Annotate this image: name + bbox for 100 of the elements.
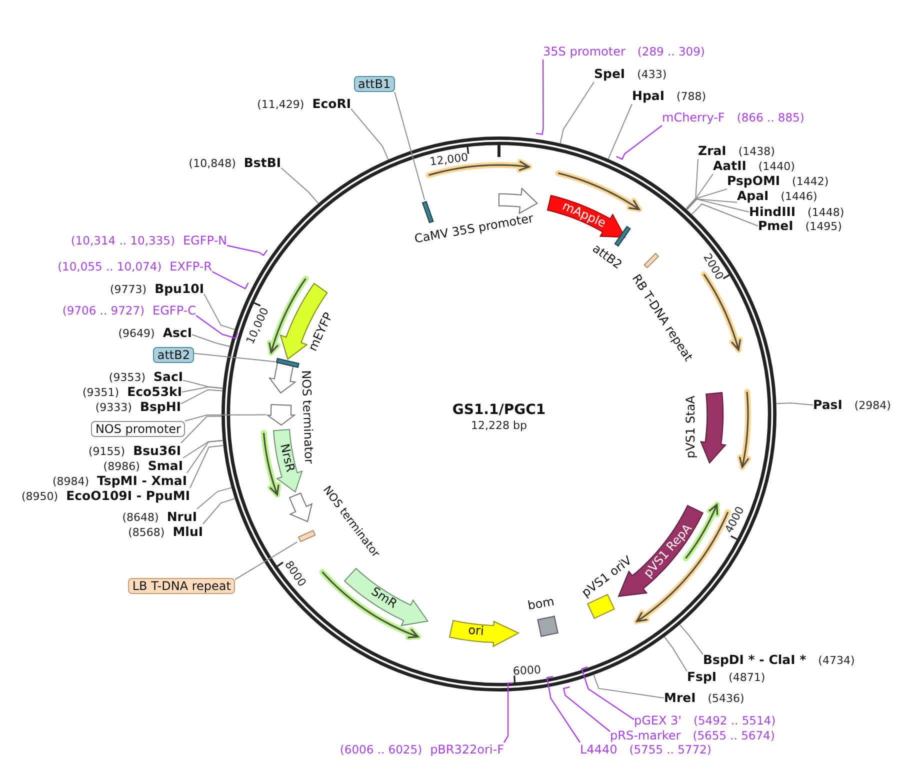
cut-site-position: (1495) xyxy=(805,219,842,234)
leader-line xyxy=(536,60,544,135)
leader-line xyxy=(184,414,266,422)
leader-line xyxy=(685,158,698,210)
enzyme-name: BstBI xyxy=(244,155,281,170)
cut-site-position: (9649) xyxy=(118,326,155,341)
primer-name: pGEX 3' xyxy=(634,714,682,728)
plasmid-name: GS1.1/PGC1 xyxy=(452,402,546,418)
cut-site-position: (9773) xyxy=(110,282,147,297)
cut-site-position: (788) xyxy=(676,89,706,104)
leader-line xyxy=(679,624,704,655)
primer-location: (5755 .. 5772) xyxy=(629,742,712,758)
enzyme-name: SacI xyxy=(154,369,183,384)
enzyme-name: NruI xyxy=(166,509,197,524)
leader-line xyxy=(190,444,224,488)
primer-name: mCherry-F xyxy=(662,110,725,126)
leader-line xyxy=(560,82,594,144)
cut-site-position: (1448) xyxy=(808,205,844,220)
leader-line xyxy=(182,380,224,389)
leader-line xyxy=(608,104,632,160)
cut-site-position: (1446) xyxy=(780,189,818,204)
leader-line xyxy=(686,198,738,210)
primer-location: (5492 .. 5514) xyxy=(693,714,776,728)
leader-line xyxy=(593,674,664,698)
leader-line xyxy=(196,487,232,510)
cut-site-position: (1438) xyxy=(738,144,775,159)
enzyme-name: Bsu36I xyxy=(133,443,181,458)
primer-location: (6006 .. 6025) xyxy=(340,742,422,758)
primer-name: EXFP-R xyxy=(170,260,212,274)
feature-tag: attB1 xyxy=(354,76,395,92)
leader-line xyxy=(186,440,224,474)
primer-location: (5655 .. 5674) xyxy=(692,728,775,744)
enzyme-name: SmaI xyxy=(148,458,183,473)
enzyme-name: MluI xyxy=(172,524,203,539)
feature-label: bom xyxy=(526,595,556,613)
leader-line xyxy=(194,352,276,362)
enzyme-name: PasI xyxy=(813,397,842,412)
leader-line xyxy=(196,315,238,339)
feature-tag: LB T-DNA repeat xyxy=(128,578,235,594)
cut-site-position: (8986) xyxy=(103,459,140,474)
leader-line xyxy=(664,636,688,672)
enzyme-name: HindIII xyxy=(749,204,796,219)
cut-site-position: (9333) xyxy=(95,400,132,415)
enzyme-name: PmeI xyxy=(758,218,794,233)
enzyme-name: MreI xyxy=(664,690,696,705)
tick-label: 6000 xyxy=(512,664,542,678)
cut-site-position: (433) xyxy=(637,67,667,82)
cut-site-position: (8648) xyxy=(122,510,159,525)
cut-site-position: (10,848) xyxy=(188,156,236,171)
plasmid-length: 12,228 bp xyxy=(471,420,527,432)
enzyme-name: EcoO109I - PpuMI xyxy=(66,488,190,503)
enzyme-name: PspOMI xyxy=(727,173,780,188)
leader-line xyxy=(562,686,610,732)
enzyme-name: AscI xyxy=(162,325,192,340)
leader-line xyxy=(503,682,513,743)
leader-line xyxy=(686,188,728,210)
enzyme-name: SpeI xyxy=(594,66,626,81)
leader-line xyxy=(394,92,426,200)
leader-line xyxy=(581,666,634,720)
enzyme-name: TspMI - XmaI xyxy=(97,473,187,488)
primer-location: (10,055 .. 10,074) xyxy=(58,260,162,274)
enzyme-name: AatII xyxy=(713,158,746,173)
primer-name: L4440 xyxy=(580,742,618,758)
cut-site-position: (9155) xyxy=(88,444,126,459)
tick-label: 12,000 xyxy=(429,152,469,168)
leader-line xyxy=(204,293,236,330)
enzyme-name: FspI xyxy=(687,669,717,684)
primer-name: EGFP-C xyxy=(152,304,196,318)
feature-label: CaMV 35S promoter xyxy=(414,212,534,246)
enzyme-name: Bpu10I xyxy=(154,281,204,296)
leader-line xyxy=(180,389,223,404)
leader-line xyxy=(182,386,224,392)
enzyme-name: ApaI xyxy=(737,188,769,203)
cut-site-position: (4871) xyxy=(728,670,766,685)
cut-site-position: (9351) xyxy=(82,385,120,400)
enzyme-name: BspDI * - ClaI * xyxy=(703,652,806,667)
feature-label: ori xyxy=(468,624,484,638)
cut-site-position: (1440) xyxy=(758,159,795,174)
leader-line xyxy=(686,198,750,212)
feature-label: NOS terminator xyxy=(298,370,316,464)
leader-line xyxy=(280,167,319,204)
leader-line xyxy=(350,108,389,160)
leader-line xyxy=(202,498,236,524)
feature-label: pVS1 StaA xyxy=(684,396,698,458)
leader-line xyxy=(182,440,224,458)
leader-line xyxy=(546,676,580,743)
leader-line xyxy=(212,270,249,290)
primer-name: EGFP-N xyxy=(182,234,227,248)
leader-line xyxy=(691,203,758,226)
cut-site-position: (8950) xyxy=(22,489,58,504)
cut-site-position: (11,429) xyxy=(257,97,304,112)
enzyme-name: ZraI xyxy=(698,143,726,158)
cut-site-position: (1442) xyxy=(792,174,829,189)
cut-site-position: (5436) xyxy=(708,691,744,706)
enzyme-name: Eco53kI xyxy=(127,384,182,399)
leader-line xyxy=(180,416,222,444)
primer-location: (10,314 .. 10,335) xyxy=(70,234,175,248)
tick-label: 4000 xyxy=(723,504,747,536)
primer-location: (866 .. 885) xyxy=(736,110,804,126)
primer-name: 35S promoter xyxy=(543,44,626,60)
